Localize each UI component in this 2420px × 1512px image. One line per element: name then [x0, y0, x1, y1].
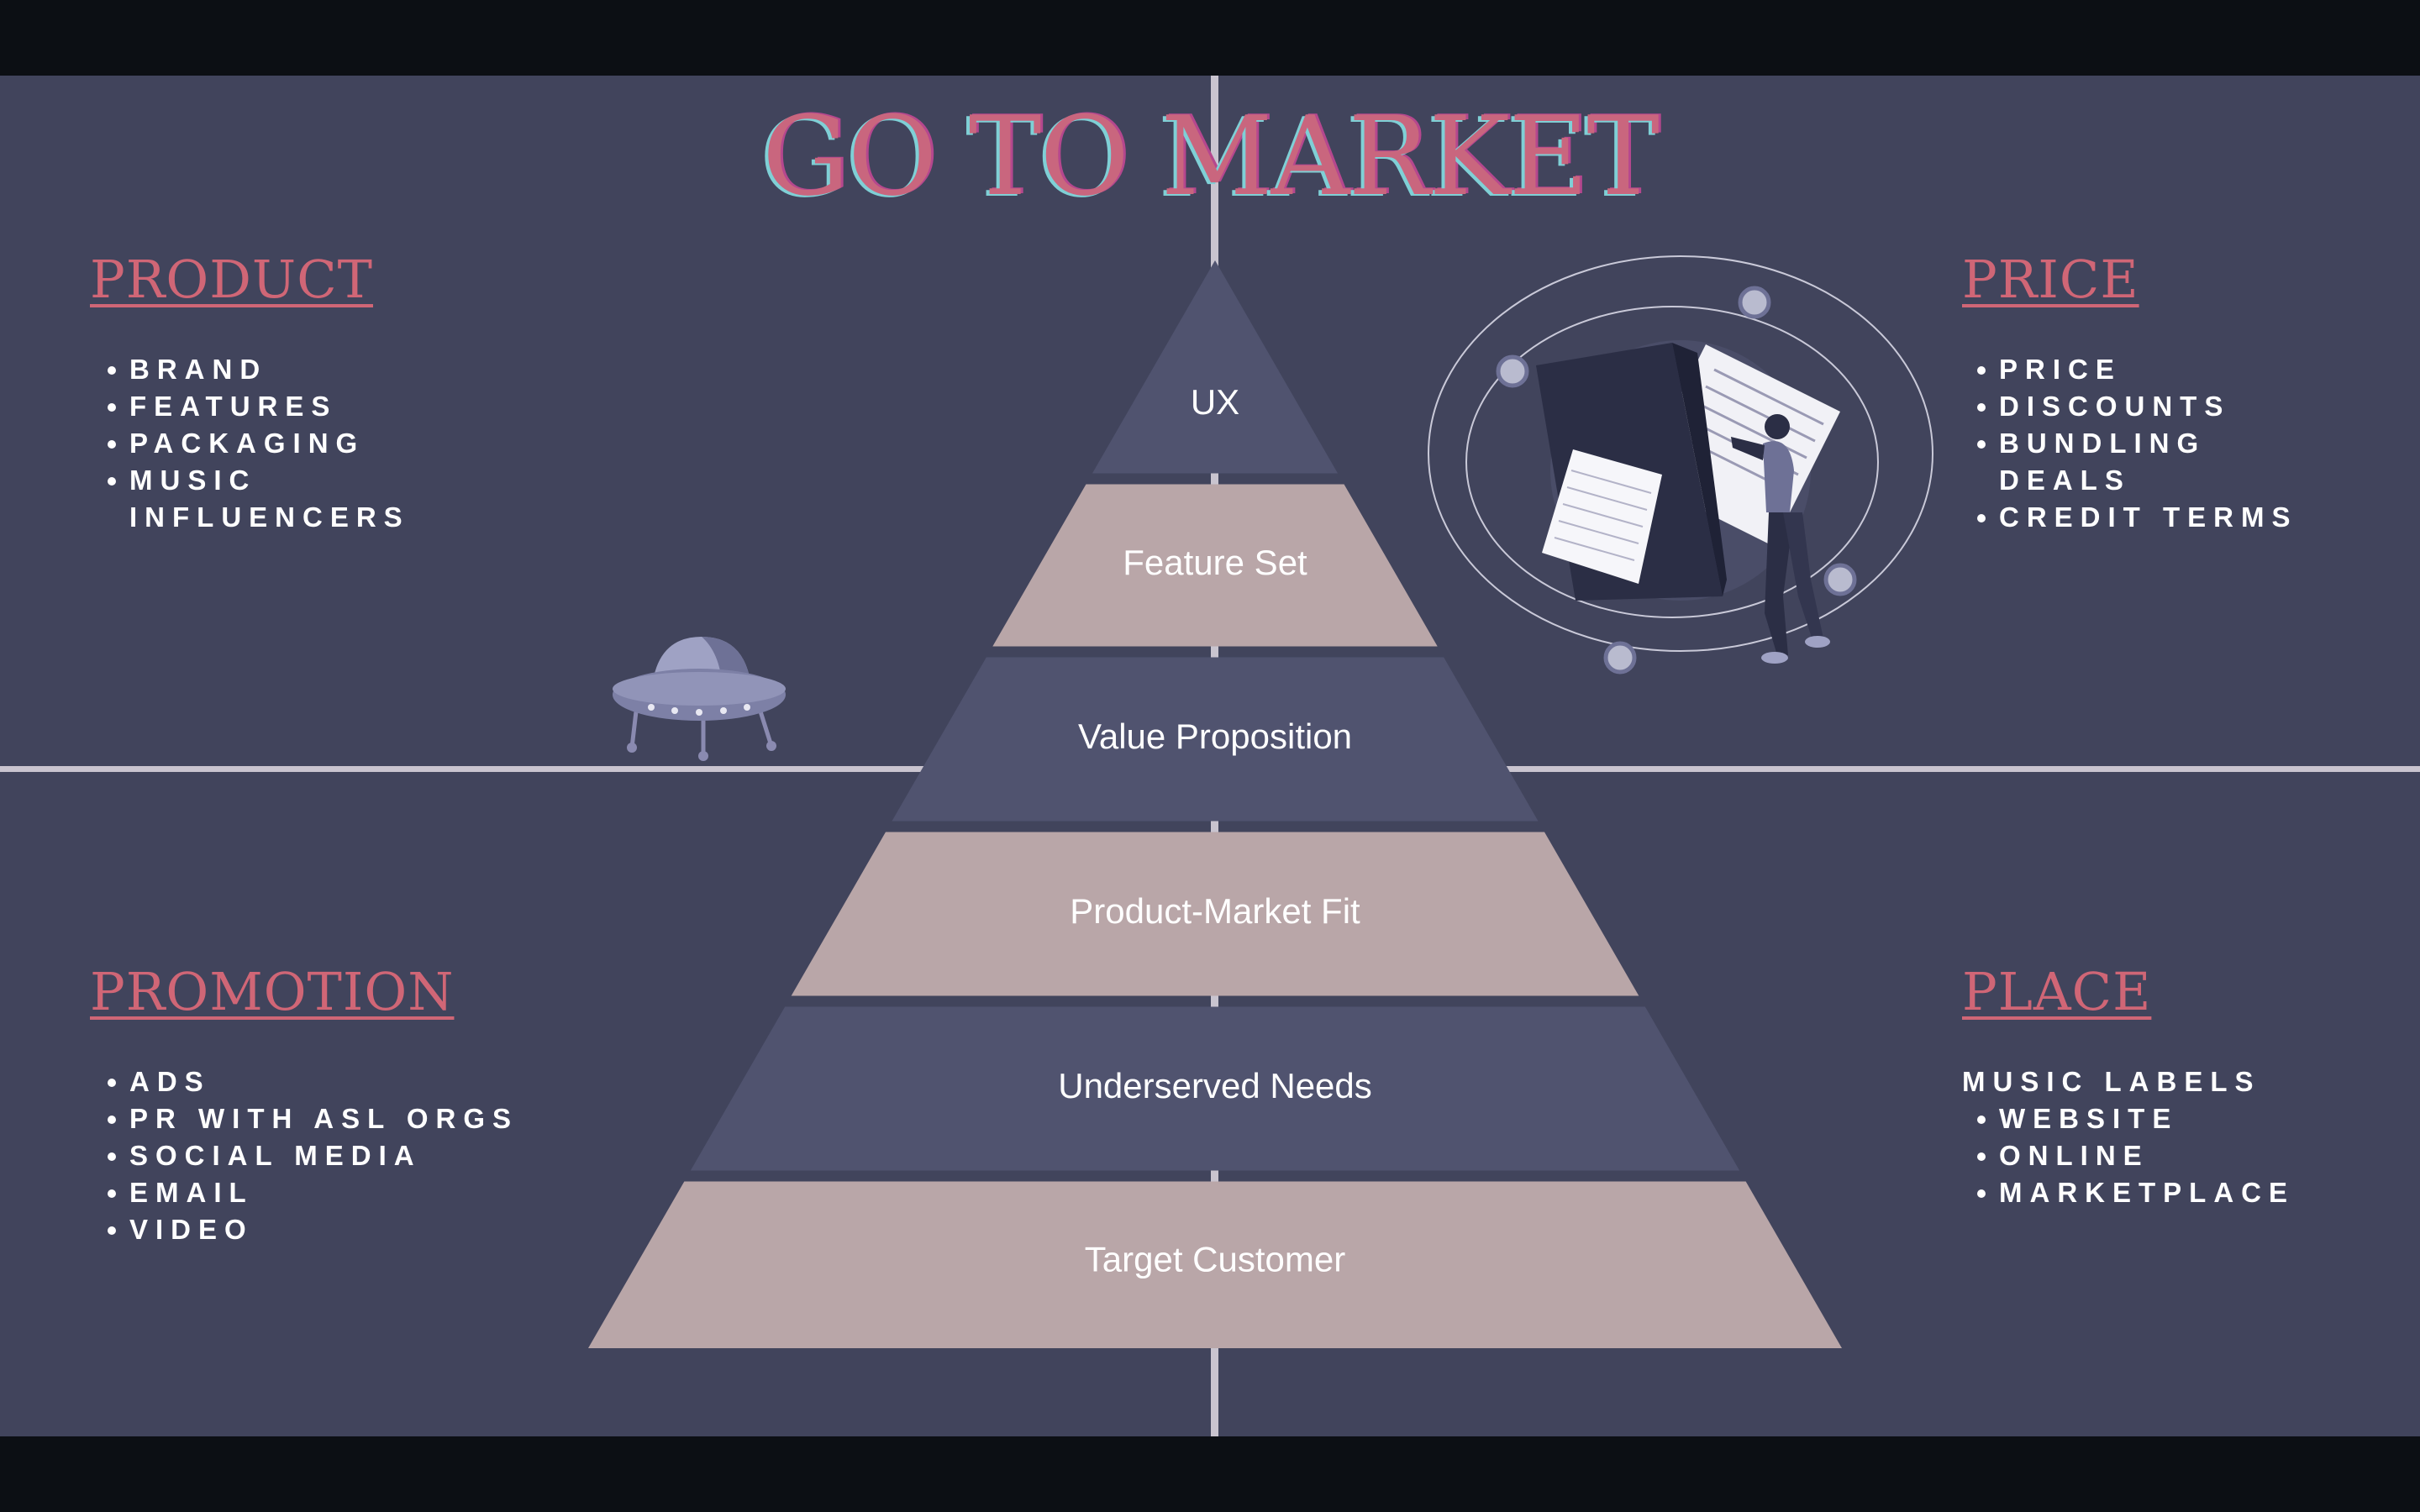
- pyramid-tier-label: Feature Set: [1123, 543, 1307, 582]
- documents-orbit-illustration: [1428, 255, 1933, 675]
- place-heading: PLACE: [1962, 961, 2152, 1022]
- promotion-heading: PROMOTION: [90, 961, 455, 1022]
- list-item: SOCIAL MEDIA: [92, 1137, 529, 1174]
- list-item: DISCOUNTS: [1962, 388, 2340, 425]
- list-item: BRAND: [92, 351, 529, 388]
- pyramid-tier-label: Product-Market Fit: [1070, 891, 1360, 931]
- pyramid-tier: [1092, 260, 1339, 474]
- ufo-icon: [613, 637, 786, 761]
- pyramid-tier-label: Value Proposition: [1078, 717, 1352, 756]
- list-item: PRICE: [1962, 351, 2340, 388]
- price-list: PRICE DISCOUNTS BUNDLING DEALS CREDIT TE…: [1962, 351, 2340, 536]
- letterbox-bottom: [0, 1436, 2420, 1512]
- promotion-list: ADS PR WITH ASL ORGS SOCIAL MEDIA EMAIL …: [92, 1063, 529, 1248]
- place-list: MUSIC LABELS WEBSITE ONLINE MARKETPLACE: [1962, 1063, 2365, 1211]
- horizontal-divider-right: [1504, 766, 2420, 772]
- pyramid-tier-label: Underserved Needs: [1058, 1066, 1372, 1105]
- list-item: PR WITH ASL ORGS: [92, 1100, 529, 1137]
- pyramid-tier: [588, 1181, 1842, 1348]
- pyramid-tier: [690, 1006, 1740, 1171]
- pyramid-tier-label: Target Customer: [1085, 1240, 1345, 1279]
- place-intro: MUSIC LABELS: [1962, 1066, 2261, 1097]
- list-item: MUSIC INFLUENCERS: [92, 462, 529, 536]
- pyramid-tier: [992, 484, 1438, 647]
- list-item: PACKAGING: [92, 425, 529, 462]
- list-item: ONLINE: [1962, 1137, 2365, 1174]
- letterbox-top: [0, 0, 2420, 76]
- pyramid-tier-label: UX: [1191, 382, 1239, 422]
- pyramid-tier: [892, 657, 1539, 822]
- price-heading: PRICE: [1962, 249, 2139, 310]
- horizontal-divider-left: [0, 766, 924, 772]
- pyramid-tier: [791, 832, 1639, 996]
- product-heading: PRODUCT: [90, 249, 373, 310]
- list-item: MARKETPLACE: [1962, 1174, 2365, 1211]
- list-item: VIDEO: [92, 1211, 529, 1248]
- list-item: CREDIT TERMS: [1962, 499, 2340, 536]
- list-item: EMAIL: [92, 1174, 529, 1211]
- list-item: FEATURES: [92, 388, 529, 425]
- list-item: WEBSITE: [1962, 1100, 2365, 1137]
- product-list: BRAND FEATURES PACKAGING MUSIC INFLUENCE…: [92, 351, 529, 536]
- list-item: ADS: [92, 1063, 529, 1100]
- page-title: GO TO MARKET: [762, 92, 1660, 220]
- list-item: BUNDLING DEALS: [1962, 425, 2340, 499]
